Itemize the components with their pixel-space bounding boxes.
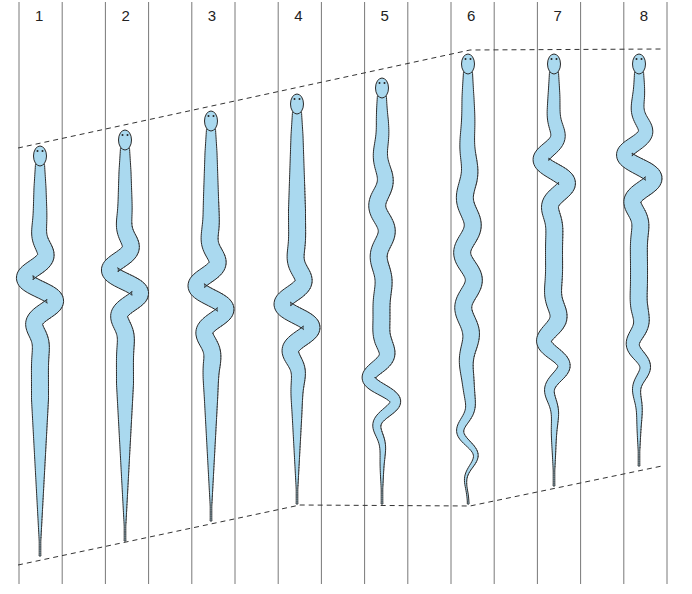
snake-shading bbox=[33, 236, 64, 539]
snake-eye bbox=[636, 58, 638, 60]
grid-lines bbox=[19, 2, 667, 584]
snake bbox=[188, 111, 234, 521]
snake-shading bbox=[549, 155, 576, 467]
snake-eye bbox=[213, 115, 215, 117]
grid-line bbox=[364, 2, 365, 584]
snake bbox=[101, 130, 148, 541]
snake-eye bbox=[465, 58, 467, 60]
dashed-guide bbox=[18, 466, 662, 565]
grid-line bbox=[537, 2, 538, 584]
grid-line bbox=[494, 2, 495, 584]
snake-head bbox=[462, 54, 475, 74]
snake bbox=[454, 54, 483, 504]
snake-eye bbox=[379, 82, 381, 84]
snake bbox=[274, 94, 320, 504]
snake bbox=[617, 54, 662, 466]
snake-eye bbox=[42, 150, 44, 152]
snake-body bbox=[16, 164, 63, 556]
snake-head bbox=[548, 54, 561, 74]
grid-line bbox=[667, 2, 668, 584]
snake-eye bbox=[37, 150, 39, 152]
column-number: 7 bbox=[552, 8, 562, 23]
column-number: 5 bbox=[380, 8, 390, 23]
snake-eye bbox=[208, 115, 210, 117]
snake bbox=[16, 146, 63, 556]
grid-line bbox=[451, 2, 452, 584]
grid-line bbox=[321, 2, 322, 584]
snake-eye bbox=[470, 58, 472, 60]
snake-body bbox=[454, 72, 483, 504]
snake-head bbox=[205, 111, 218, 131]
snake-shading bbox=[291, 185, 320, 486]
snake-body bbox=[533, 72, 575, 486]
grid-line bbox=[278, 2, 279, 584]
snake-shading bbox=[632, 152, 662, 448]
snake-head bbox=[633, 54, 646, 74]
column-number: 3 bbox=[207, 8, 217, 23]
grid-line bbox=[105, 2, 106, 584]
snake-head bbox=[119, 130, 132, 150]
column-number: 8 bbox=[639, 8, 649, 23]
snake-shading bbox=[375, 170, 401, 485]
snake-eye bbox=[551, 58, 553, 60]
snake-eye bbox=[294, 98, 296, 100]
grid-line bbox=[62, 2, 63, 584]
snake-eye bbox=[127, 134, 129, 136]
grid-line bbox=[19, 2, 20, 584]
snake-eye bbox=[556, 58, 558, 60]
column-number: 2 bbox=[120, 8, 130, 23]
snake-body bbox=[101, 148, 148, 541]
snake bbox=[362, 78, 401, 504]
snake-eye bbox=[299, 98, 301, 100]
snake-head bbox=[291, 94, 304, 114]
column-number: 1 bbox=[34, 8, 44, 23]
grid-line bbox=[235, 2, 236, 584]
snake-shading bbox=[464, 152, 483, 485]
snake-head bbox=[376, 78, 389, 98]
snake-body bbox=[617, 72, 662, 466]
grid-line bbox=[580, 2, 581, 584]
snake-body bbox=[274, 112, 320, 504]
grid-line bbox=[623, 2, 624, 584]
snake-eye bbox=[122, 134, 124, 136]
snake-eye bbox=[384, 82, 386, 84]
snake-shading bbox=[118, 221, 149, 523]
snakes bbox=[16, 54, 662, 556]
snake-head bbox=[34, 146, 47, 166]
snake-eye bbox=[641, 58, 643, 60]
snake-body bbox=[362, 96, 401, 504]
column-number: 4 bbox=[293, 8, 303, 23]
grid-line bbox=[407, 2, 408, 584]
snake-body bbox=[188, 129, 234, 521]
dashed-guide bbox=[18, 49, 662, 148]
snake-shading bbox=[204, 202, 234, 503]
snake bbox=[533, 54, 575, 486]
column-number: 6 bbox=[466, 8, 476, 23]
